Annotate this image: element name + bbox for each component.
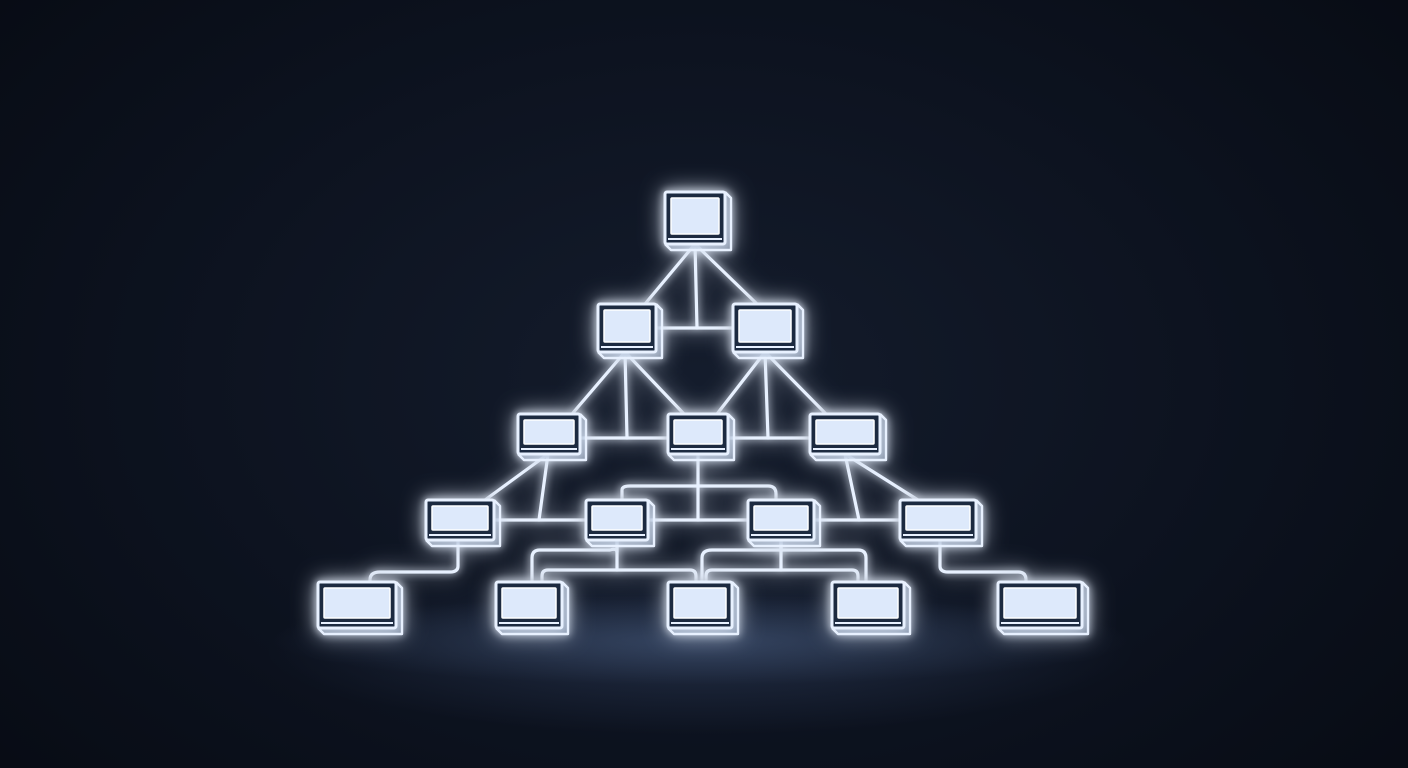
connection-line-21 [620,484,778,502]
connection-line-27 [700,538,783,588]
connection-line-3 [693,242,759,306]
node-screen [738,309,792,343]
network-node-10 [898,498,984,548]
node-screen [673,587,727,619]
floor-glow [270,595,1130,685]
node-screen [673,419,723,445]
connection-line-1 [643,242,697,306]
node-screen [815,419,875,445]
connection-line-17 [843,452,920,502]
connection-line-30 [938,538,1028,588]
node-screen [431,505,489,531]
connection-line-6 [623,350,629,440]
network-node-13 [666,580,740,636]
node-screen [523,419,575,445]
connection-line-10 [763,350,828,416]
network-nodes [316,190,1090,636]
connection-line-7 [623,350,686,416]
network-node-7 [424,498,502,548]
node-screen [603,309,651,343]
connection-lines [368,242,1028,588]
connection-line-29 [779,568,860,588]
network-node-11 [316,580,404,636]
connection-line-8 [715,350,767,416]
connection-line-5 [570,350,627,416]
connection-line-25 [615,568,698,588]
node-screen [591,505,643,531]
network-node-1 [663,190,733,252]
node-screen [323,587,391,619]
network-node-9 [746,498,822,548]
connection-line-26 [704,538,783,588]
connection-line-2 [693,242,699,330]
node-screen [670,197,720,235]
node-screen [1003,587,1077,619]
network-node-4 [516,412,588,462]
network-node-6 [808,412,888,462]
connection-line-14 [537,452,550,522]
network-node-8 [584,498,656,548]
network-node-12 [494,580,570,636]
node-screen [501,587,557,619]
connection-line-22 [368,538,460,588]
node-screen [905,505,971,531]
connection-line-24 [540,538,619,588]
network-node-2 [596,302,664,360]
connection-line-16 [843,452,861,522]
node-screen [837,587,899,619]
network-node-3 [731,302,805,360]
network-node-14 [830,580,912,636]
connection-line-28 [779,538,868,588]
connection-line-9 [763,350,770,440]
network-node-15 [996,580,1090,636]
node-screen [753,505,809,531]
network-node-5 [666,412,736,462]
connection-line-13 [483,452,550,502]
